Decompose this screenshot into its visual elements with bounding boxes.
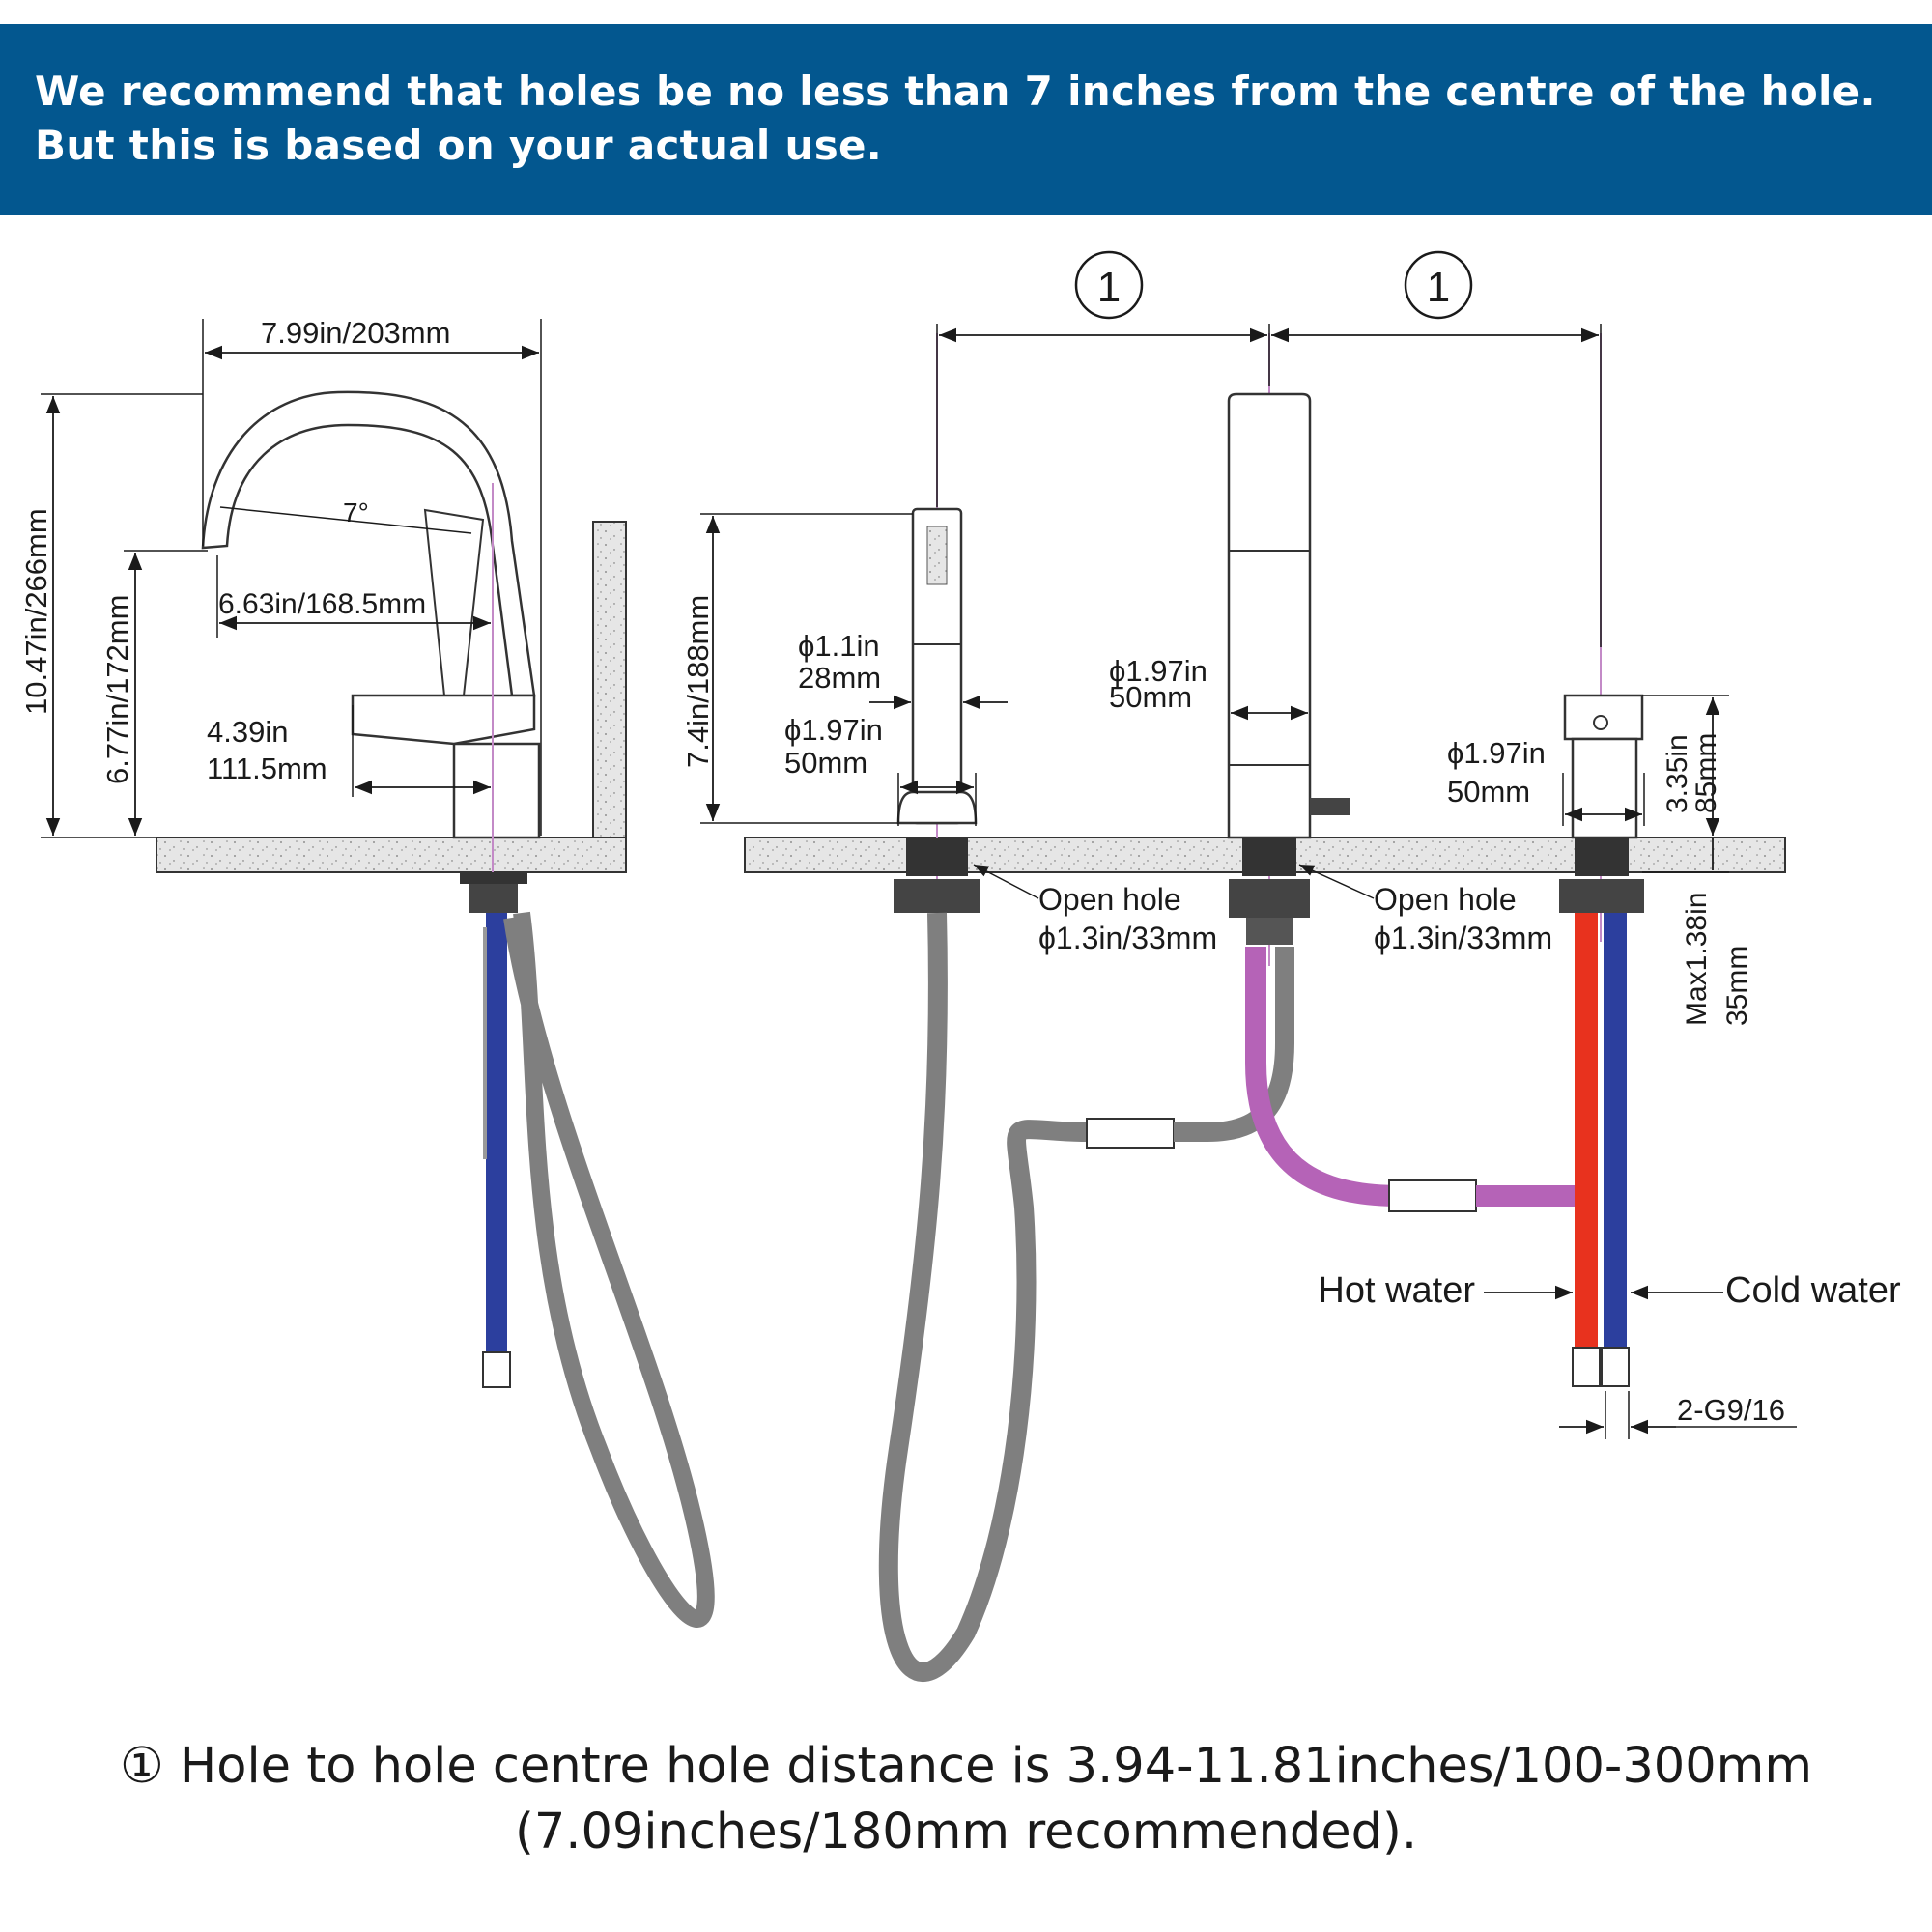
side-height-total-label: 10.47in/266mm bbox=[19, 508, 53, 715]
side-view: 7.99in/203mm 10.47in/266mm 6.77in/172mm … bbox=[19, 316, 715, 1628]
side-handle-in-label: 4.39in bbox=[207, 715, 288, 749]
sprayer-height-label: 7.4in/188mm bbox=[681, 595, 715, 768]
handle-height-in: 3.35in bbox=[1662, 734, 1693, 813]
side-height-spout-label: 6.77in/172mm bbox=[100, 595, 134, 784]
side-width-label: 7.99in/203mm bbox=[261, 316, 450, 350]
side-wall bbox=[592, 521, 627, 838]
side-reach-label: 6.63in/168.5mm bbox=[218, 588, 426, 620]
sprayer-dia-base-mm: 50mm bbox=[784, 746, 867, 780]
spout-dia-mm: 50mm bbox=[1109, 680, 1192, 714]
max-thickness-in: Max1.38in bbox=[1681, 893, 1713, 1026]
open-hole-size-1: ϕ1.3in/33mm bbox=[1038, 921, 1217, 955]
side-countertop bbox=[156, 837, 627, 873]
recommendation-banner: We recommend that holes be no less than … bbox=[0, 24, 1932, 215]
side-body bbox=[452, 742, 541, 839]
sprayer-dia-base-in: ϕ1.97in bbox=[784, 713, 883, 747]
side-angle-label: 7° bbox=[343, 497, 369, 527]
spout-dia-in: ϕ1.97in bbox=[1109, 654, 1208, 688]
side-sprayer bbox=[423, 508, 485, 696]
hole-distance-marker-2-text: 1 bbox=[1427, 264, 1450, 311]
open-hole-label-1: Open hole bbox=[1038, 882, 1181, 917]
handle-dia-in: ϕ1.97in bbox=[1447, 736, 1546, 770]
thread-label: 2-G9/16 bbox=[1677, 1393, 1785, 1427]
front-spout bbox=[1227, 392, 1312, 839]
handle-dia-mm: 50mm bbox=[1447, 775, 1530, 809]
open-hole-label-2: Open hole bbox=[1374, 882, 1517, 917]
front-mixed-hose bbox=[1245, 947, 1402, 1207]
side-sprayer-hose bbox=[503, 911, 715, 1628]
side-handle-mm-label: 111.5mm bbox=[207, 752, 327, 785]
footnote-line-1: ① Hole to hole centre hole distance is 3… bbox=[119, 1738, 1813, 1795]
max-thickness-mm: 35mm bbox=[1721, 946, 1753, 1026]
banner-line-2: But this is based on your actual use. bbox=[35, 122, 883, 169]
cold-water-label: Cold water bbox=[1725, 1270, 1901, 1311]
handle-height-mm: 85mm bbox=[1690, 733, 1722, 813]
hole-distance-marker-2 bbox=[1404, 250, 1473, 320]
hole-distance-marker-1-text: 1 bbox=[1097, 264, 1121, 311]
open-hole-size-2: ϕ1.3in/33mm bbox=[1374, 921, 1552, 955]
front-sprayer-hose bbox=[878, 912, 1121, 1682]
front-view: 1 1 bbox=[681, 250, 1901, 1682]
hole-distance-marker-1 bbox=[1074, 250, 1144, 320]
footnote-line-2: (7.09inches/180mm recommended). bbox=[514, 1804, 1418, 1861]
banner-line-1: We recommend that holes be no less than … bbox=[35, 68, 1876, 115]
hot-water-label: Hot water bbox=[1318, 1270, 1475, 1311]
side-handle bbox=[351, 694, 536, 746]
side-spout bbox=[201, 390, 536, 697]
hole-distance-footnote: ① Hole to hole centre hole distance is 3… bbox=[0, 1734, 1932, 1865]
sprayer-dia-small-in: ϕ1.1in bbox=[798, 629, 880, 663]
sprayer-dia-small-mm: 28mm bbox=[798, 661, 881, 695]
